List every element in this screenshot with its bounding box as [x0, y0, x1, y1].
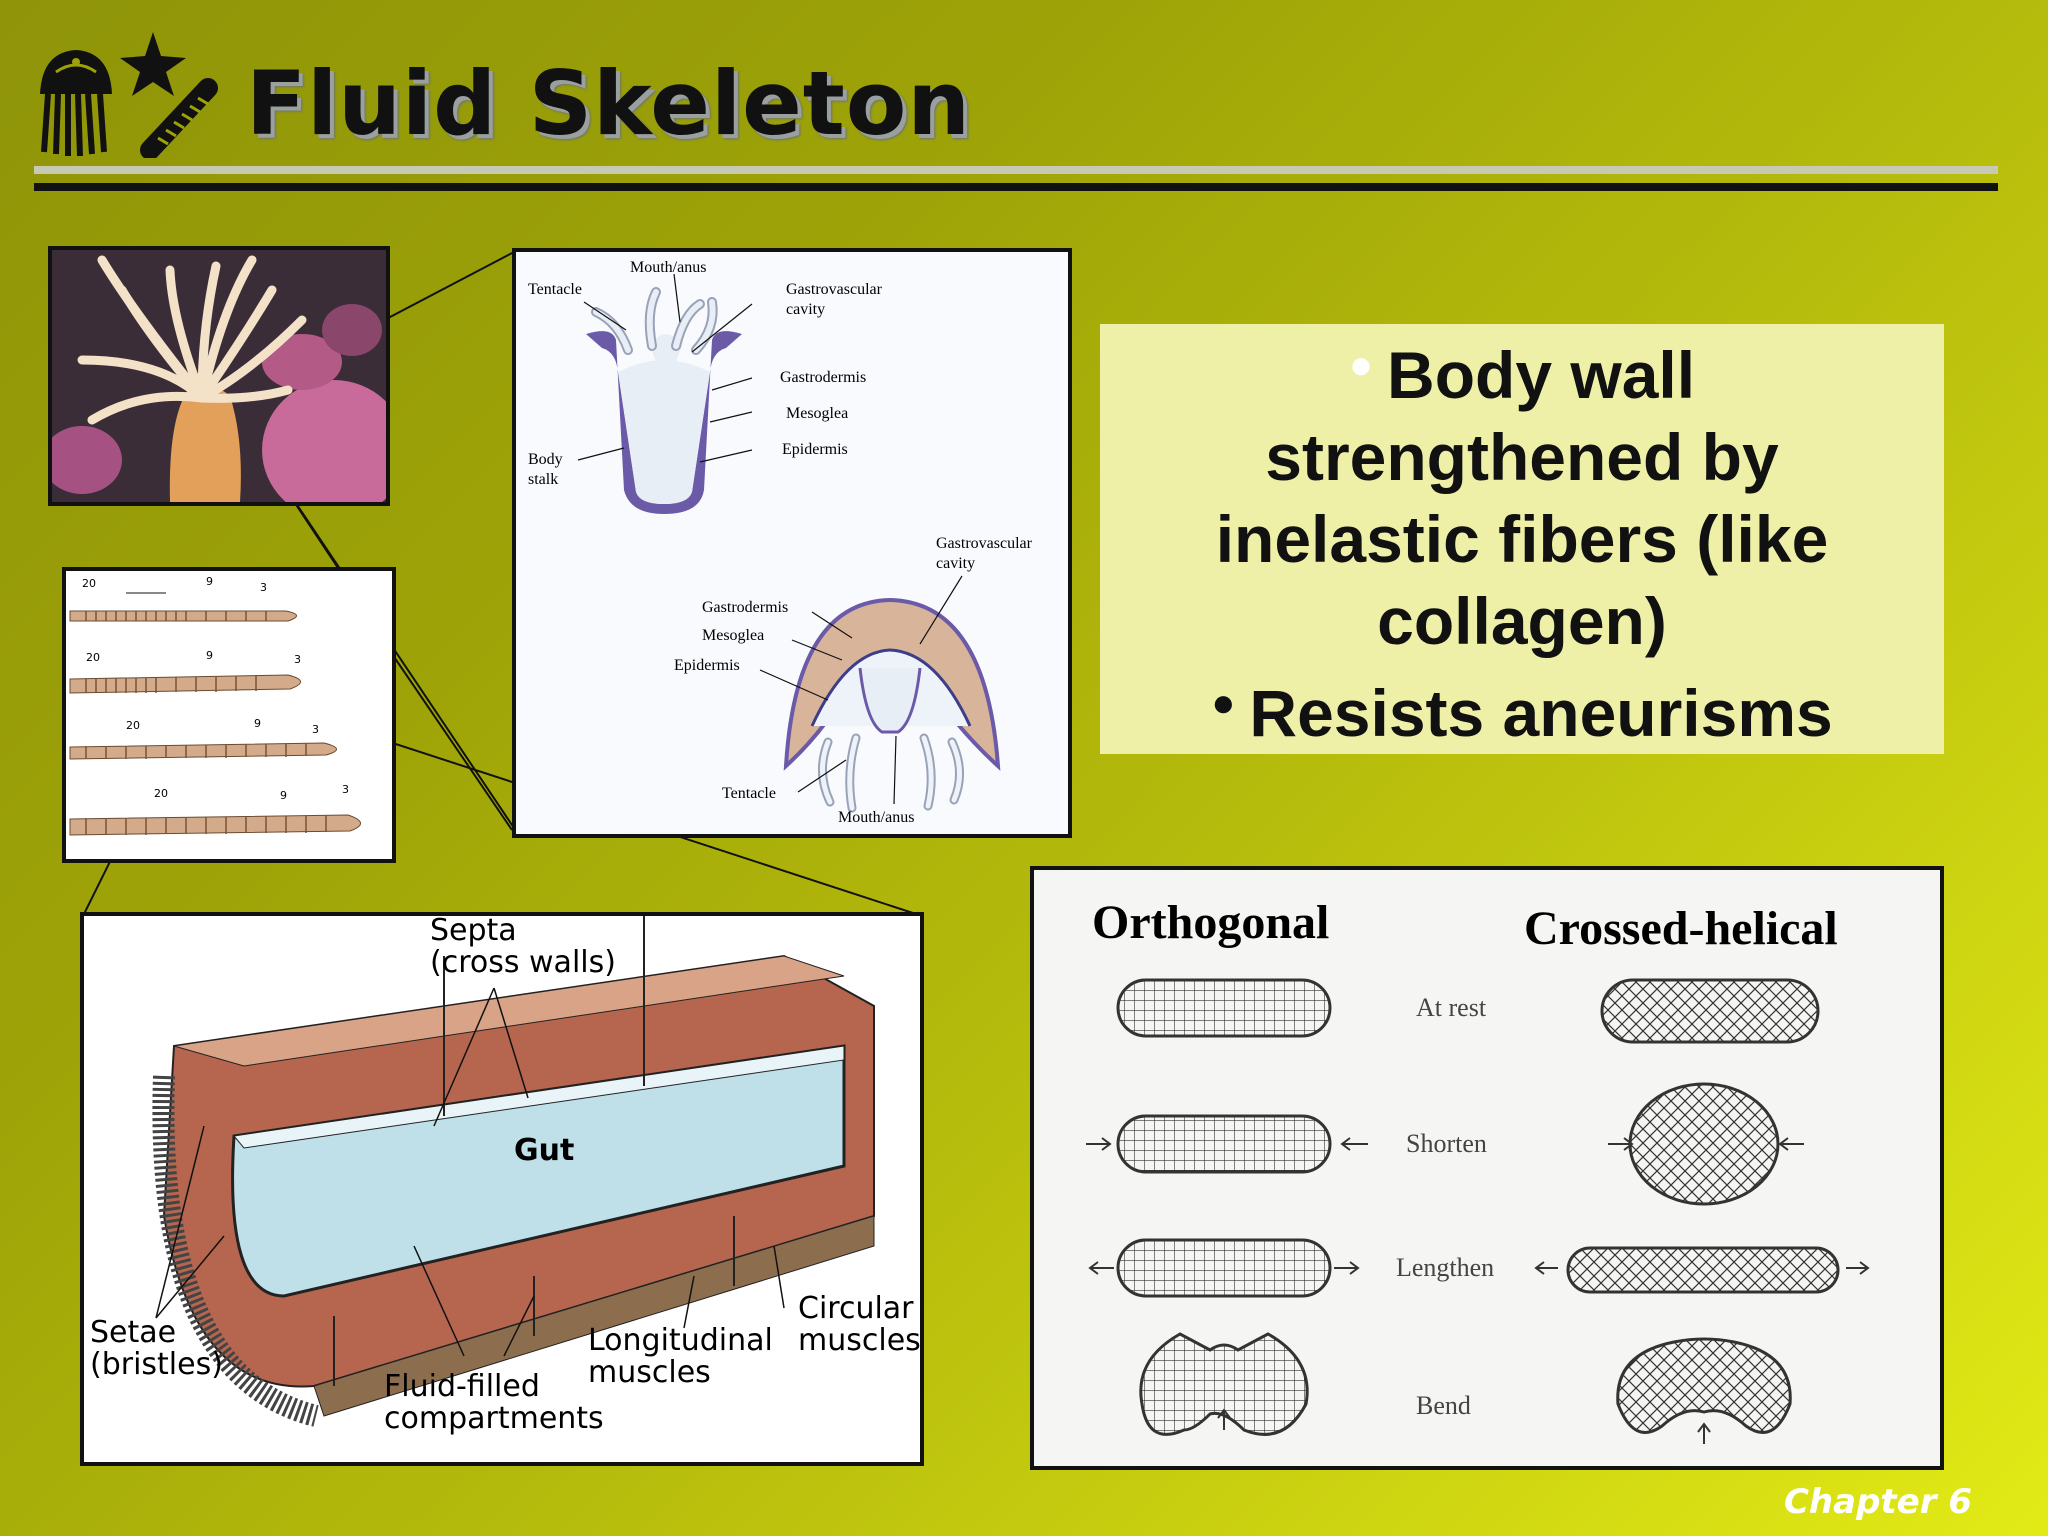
svg-text:Lengthen: Lengthen — [1396, 1253, 1494, 1282]
svg-text:Longitudinal: Longitudinal — [588, 1323, 773, 1358]
svg-text:muscles: muscles — [588, 1355, 711, 1390]
cnidarian-body-plan-diagram: Tentacle Mouth/anus Gastrovascular cavit… — [512, 248, 1072, 838]
svg-text:cavity: cavity — [936, 555, 975, 572]
svg-text:9: 9 — [254, 717, 261, 730]
svg-text:Septa: Septa — [430, 916, 517, 948]
worm-row: 20 9 3 — [69, 783, 361, 836]
bullet-body-wall: ●Body wall strengthened by inelastic fib… — [1215, 338, 1829, 658]
starfish-icon — [120, 32, 186, 96]
svg-text:(cross walls): (cross walls) — [430, 945, 616, 980]
worm-row: 20 9 3 — [69, 717, 337, 760]
svg-text:Crossed-helical: Crossed-helical — [1524, 902, 1838, 955]
svg-text:Circular: Circular — [798, 1291, 914, 1326]
svg-text:Fluid-filled: Fluid-filled — [384, 1369, 540, 1404]
medusa-drawing: Gastrovascular cavity Gastrodermis Mesog… — [674, 535, 1033, 826]
worm-row: 20 9 3 — [69, 575, 297, 622]
jellyfish-icon — [40, 50, 112, 157]
earthworm-cross-section-diagram: Septa (cross walls) Gut Setae (bristles)… — [80, 912, 924, 1466]
svg-text:Gastrovascular: Gastrovascular — [936, 535, 1033, 552]
svg-text:9: 9 — [206, 575, 213, 588]
svg-text:compartments: compartments — [384, 1401, 604, 1436]
svg-text:Epidermis: Epidermis — [782, 441, 848, 458]
title-rule-light — [34, 166, 1998, 174]
svg-text:Epidermis: Epidermis — [674, 657, 740, 674]
arrows — [1086, 1137, 1870, 1444]
polyp-drawing: Tentacle Mouth/anus Gastrovascular cavit… — [528, 259, 883, 514]
svg-text:Tentacle: Tentacle — [528, 281, 582, 298]
crossed-helical-shapes — [1566, 978, 1840, 1434]
svg-text:9: 9 — [280, 789, 287, 802]
svg-text:9: 9 — [206, 649, 213, 662]
svg-text:Mesoglea: Mesoglea — [702, 627, 764, 644]
svg-text:cavity: cavity — [786, 301, 825, 318]
svg-text:Mouth/anus: Mouth/anus — [630, 259, 706, 276]
svg-text:stalk: stalk — [528, 471, 558, 488]
orthogonal-shapes — [1116, 978, 1332, 1436]
svg-text:Setae: Setae — [90, 1315, 176, 1350]
svg-text:20: 20 — [126, 719, 140, 732]
svg-text:Orthogonal: Orthogonal — [1092, 896, 1329, 949]
svg-text:Gastrodermis: Gastrodermis — [702, 599, 788, 616]
svg-text:3: 3 — [260, 581, 267, 594]
svg-text:(bristles): (bristles) — [90, 1347, 223, 1382]
worm-row: 20 9 3 — [69, 649, 301, 694]
svg-text:Mouth/anus: Mouth/anus — [838, 809, 914, 826]
svg-text:3: 3 — [294, 653, 301, 666]
muscle-arrangement-diagram: Orthogonal Crossed-helical At rest Short… — [1030, 866, 1944, 1470]
svg-text:20: 20 — [86, 651, 100, 664]
bullet-aneurisms: ●Resists aneurisms — [1211, 676, 1833, 750]
title-rule-dark — [34, 183, 1998, 191]
key-points-box: ●Body wall strengthened by inelastic fib… — [1100, 324, 1944, 754]
svg-text:Shorten: Shorten — [1406, 1129, 1487, 1158]
svg-text:Gastrovascular: Gastrovascular — [786, 281, 883, 298]
chapter-label: Chapter 6 — [1783, 1482, 1972, 1522]
svg-text:3: 3 — [342, 783, 349, 796]
svg-text:20: 20 — [82, 577, 96, 590]
bullet-dot-icon: ● — [1348, 343, 1374, 387]
svg-text:At rest: At rest — [1416, 993, 1487, 1022]
svg-text:3: 3 — [312, 723, 319, 736]
header-icons — [40, 32, 218, 158]
svg-text:Tentacle: Tentacle — [722, 785, 776, 802]
slide-title: Fluid Skeleton — [246, 52, 971, 155]
worm-segments-figure: 20 9 3 20 9 3 20 9 3 20 9 3 — [62, 567, 396, 863]
anemone-photo — [48, 246, 390, 506]
svg-text:Gastrodermis: Gastrodermis — [780, 369, 866, 386]
svg-text:Gut: Gut — [514, 1133, 574, 1168]
svg-text:Body: Body — [528, 451, 563, 468]
svg-text:20: 20 — [154, 787, 168, 800]
bullet-dot-icon: ● — [1211, 681, 1236, 725]
svg-text:Mesoglea: Mesoglea — [786, 405, 848, 422]
svg-text:muscles: muscles — [798, 1323, 920, 1358]
worm-icon — [140, 78, 218, 158]
svg-text:Bend: Bend — [1416, 1391, 1471, 1420]
